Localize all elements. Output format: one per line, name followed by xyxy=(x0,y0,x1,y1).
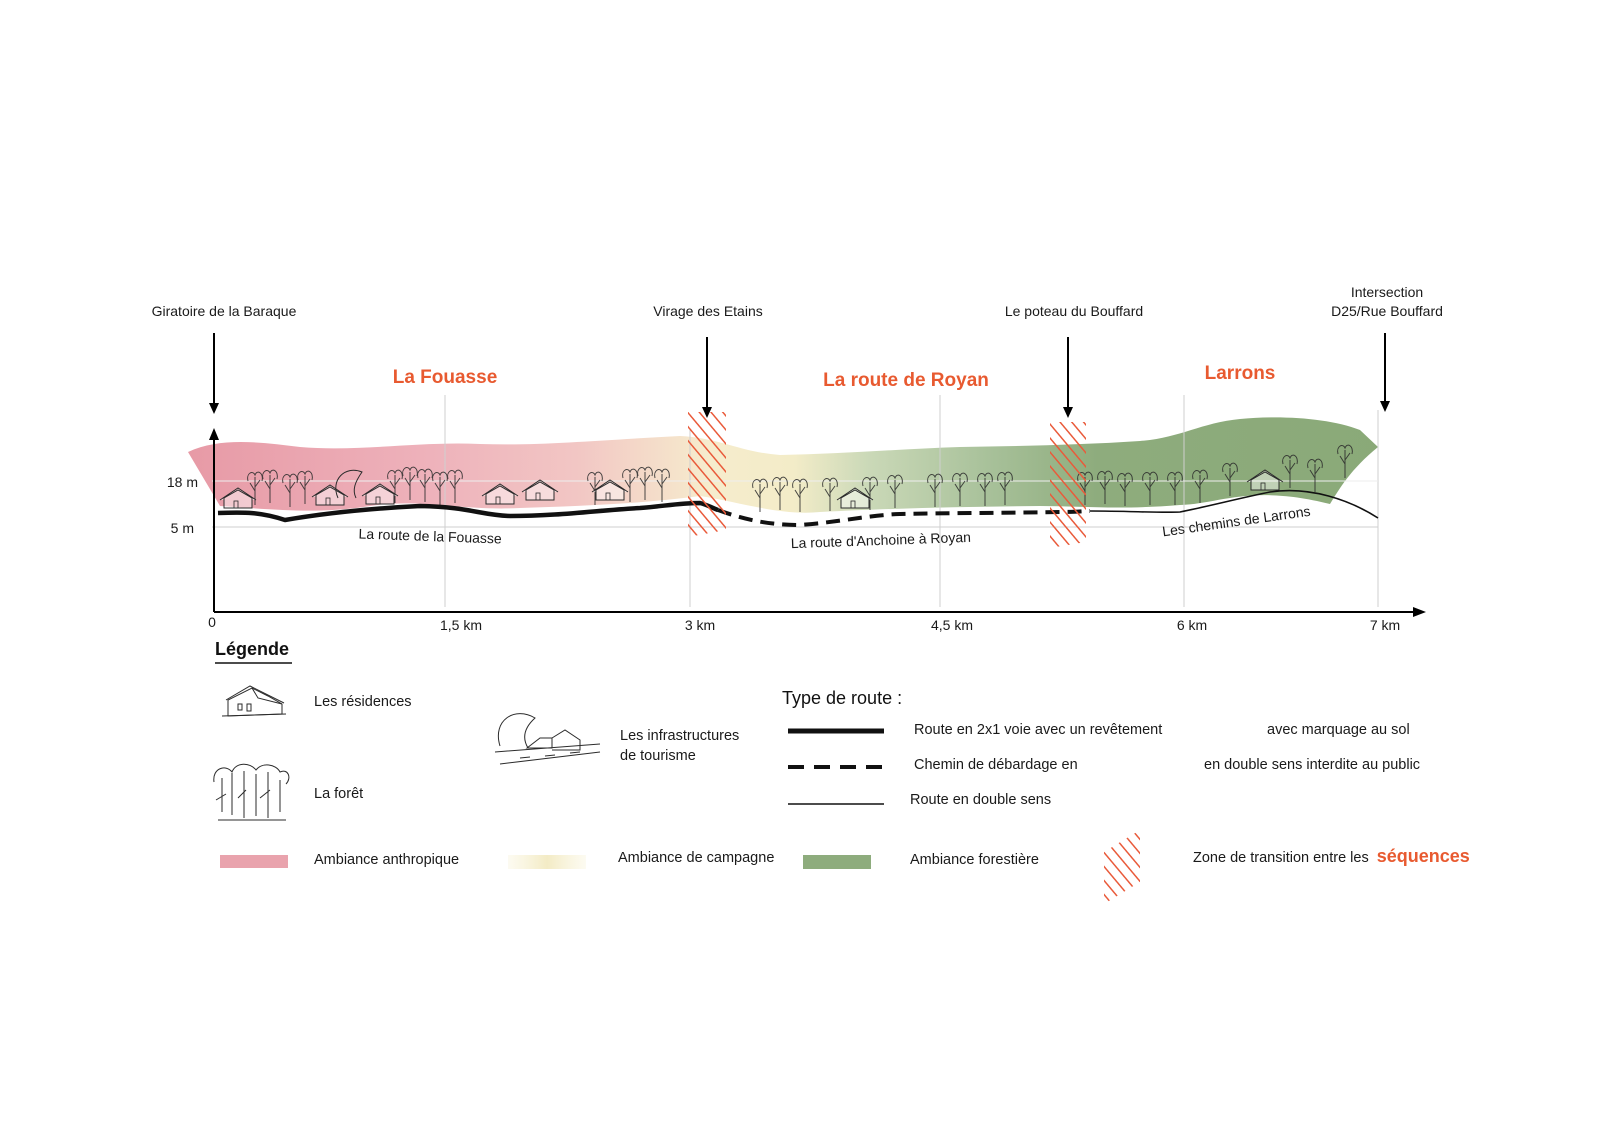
landmark-label: Virage des Etains xyxy=(653,303,762,319)
y-tick-label: 5 m xyxy=(171,520,194,536)
legend-title: Légende xyxy=(215,639,289,659)
landmark-label: Giratoire de la Baraque xyxy=(152,303,297,319)
landmark-label: Intersection xyxy=(1351,284,1423,300)
y-axis-arrow-icon xyxy=(209,428,219,440)
landmark-arrow-icon xyxy=(1063,407,1073,418)
landmark-arrow-icon xyxy=(1380,401,1390,412)
axes xyxy=(209,428,1426,617)
sequence-name: La route de Royan xyxy=(823,370,989,391)
landmark-label: D25/Rue Bouffard xyxy=(1331,303,1443,319)
swatch-anthropic xyxy=(220,855,288,868)
legend-forest-label: La forêt xyxy=(314,786,363,802)
legend-transition-label: Zone de transition entre les séquences xyxy=(1193,846,1470,866)
road-name: La route de la Fouasse xyxy=(358,526,502,547)
tourism-icon xyxy=(494,713,601,765)
road-thin-segment xyxy=(1089,489,1379,519)
legend-road-dashed-suffix: en double sens interdite au public xyxy=(1204,757,1420,773)
swatch-forest xyxy=(803,855,871,869)
legend-residences-label: Les résidences xyxy=(314,694,412,710)
legend-transition-word: séquences xyxy=(1377,846,1470,866)
legend-forest-ambience-label: Ambiance forestière xyxy=(910,852,1039,868)
y-tick-label: 18 m xyxy=(167,474,198,490)
x-tick-label: 7 km xyxy=(1370,617,1400,633)
legend-road-solid-suffix: avec marquage au sol xyxy=(1267,722,1410,738)
legend: Légende Les résidences La forêt Les infr… xyxy=(213,639,1470,904)
legend-transition-prefix: Zone de transition entre les xyxy=(1193,850,1369,866)
residence-icon xyxy=(221,685,287,717)
landmark-label: Le poteau du Bouffard xyxy=(1005,303,1143,319)
x-tick-label: 1,5 km xyxy=(440,617,482,633)
sequence-name: La Fouasse xyxy=(393,367,498,388)
transition-zone-1 xyxy=(688,412,726,537)
legend-tourism-label: Les infrastructures xyxy=(620,728,739,744)
forest-icon xyxy=(213,763,290,821)
transition-swatch xyxy=(1104,830,1140,904)
legend-road-solid-label: Route en 2x1 voie avec un revêtement xyxy=(914,722,1162,738)
x-tick-label: 6 km xyxy=(1177,617,1207,633)
tourism-sketch xyxy=(335,469,363,499)
road-name: La route d'Anchoine à Royan xyxy=(791,529,972,551)
road-type-title: Type de route : xyxy=(782,688,902,708)
swatch-country xyxy=(508,855,586,869)
x-axis-arrow-icon xyxy=(1413,607,1426,617)
legend-country-label: Ambiance de campagne xyxy=(618,850,774,866)
x-tick-label: 0 xyxy=(208,614,216,630)
transition-zones xyxy=(688,412,1086,548)
x-tick-label: 3 km xyxy=(685,617,715,633)
legend-road-thin-label: Route en double sens xyxy=(910,792,1051,808)
legend-tourism-label: de tourisme xyxy=(620,748,696,764)
x-tick-label: 4,5 km xyxy=(931,617,973,633)
landmark-arrows xyxy=(209,333,1390,418)
road-dashed-segment xyxy=(717,508,1091,528)
transition-zone-2 xyxy=(1050,422,1086,548)
sequence-name: Larrons xyxy=(1205,363,1276,384)
landmark-arrow-icon xyxy=(209,403,219,414)
landmark-arrow-icon xyxy=(702,407,712,418)
legend-anthropic-label: Ambiance anthropique xyxy=(314,852,459,868)
legend-road-dashed-label: Chemin de débardage en xyxy=(914,757,1078,773)
